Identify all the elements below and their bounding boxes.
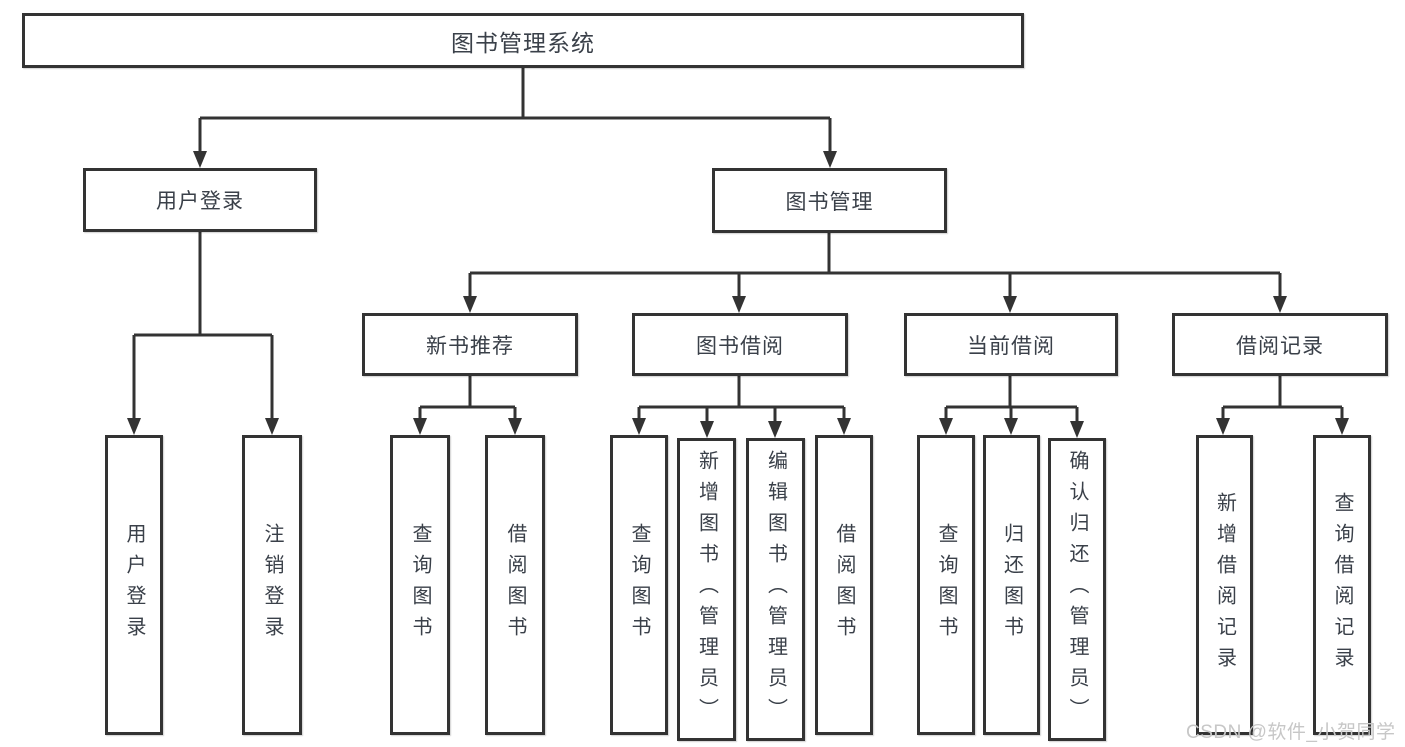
csdn-watermark: CSDN @软件_小贺同学 xyxy=(1186,722,1396,743)
node-query-books-recommend: 查询图书 xyxy=(390,435,450,735)
node-library-management-system: 图书管理系统 xyxy=(22,13,1024,68)
node-add-borrow-record: 新增借阅记录 xyxy=(1196,435,1253,735)
node-return-books: 归还图书 xyxy=(983,435,1040,735)
node-confirm-return-admin: 确认归还（管理员） xyxy=(1048,438,1106,741)
node-query-books-borrowing: 查询图书 xyxy=(610,435,668,735)
node-borrow-books-recommend: 借阅图书 xyxy=(485,435,545,735)
node-logout-action: 注销登录 xyxy=(242,435,302,735)
node-user-login-action: 用户登录 xyxy=(105,435,163,735)
node-borrowing-records: 借阅记录 xyxy=(1172,313,1388,376)
arrowheads xyxy=(127,151,1349,438)
node-new-book-recommend: 新书推荐 xyxy=(362,313,578,376)
node-user-login: 用户登录 xyxy=(83,168,317,232)
node-book-borrowing: 图书借阅 xyxy=(632,313,848,376)
node-query-books-current: 查询图书 xyxy=(917,435,975,735)
node-current-borrowing: 当前借阅 xyxy=(904,313,1118,376)
node-query-borrow-record: 查询借阅记录 xyxy=(1313,435,1371,735)
node-edit-books-admin: 编辑图书（管理员） xyxy=(746,438,805,741)
node-add-books-admin: 新增图书（管理员） xyxy=(677,438,736,741)
node-borrow-books-borrowing: 借阅图书 xyxy=(815,435,873,735)
node-book-management: 图书管理 xyxy=(712,168,947,233)
